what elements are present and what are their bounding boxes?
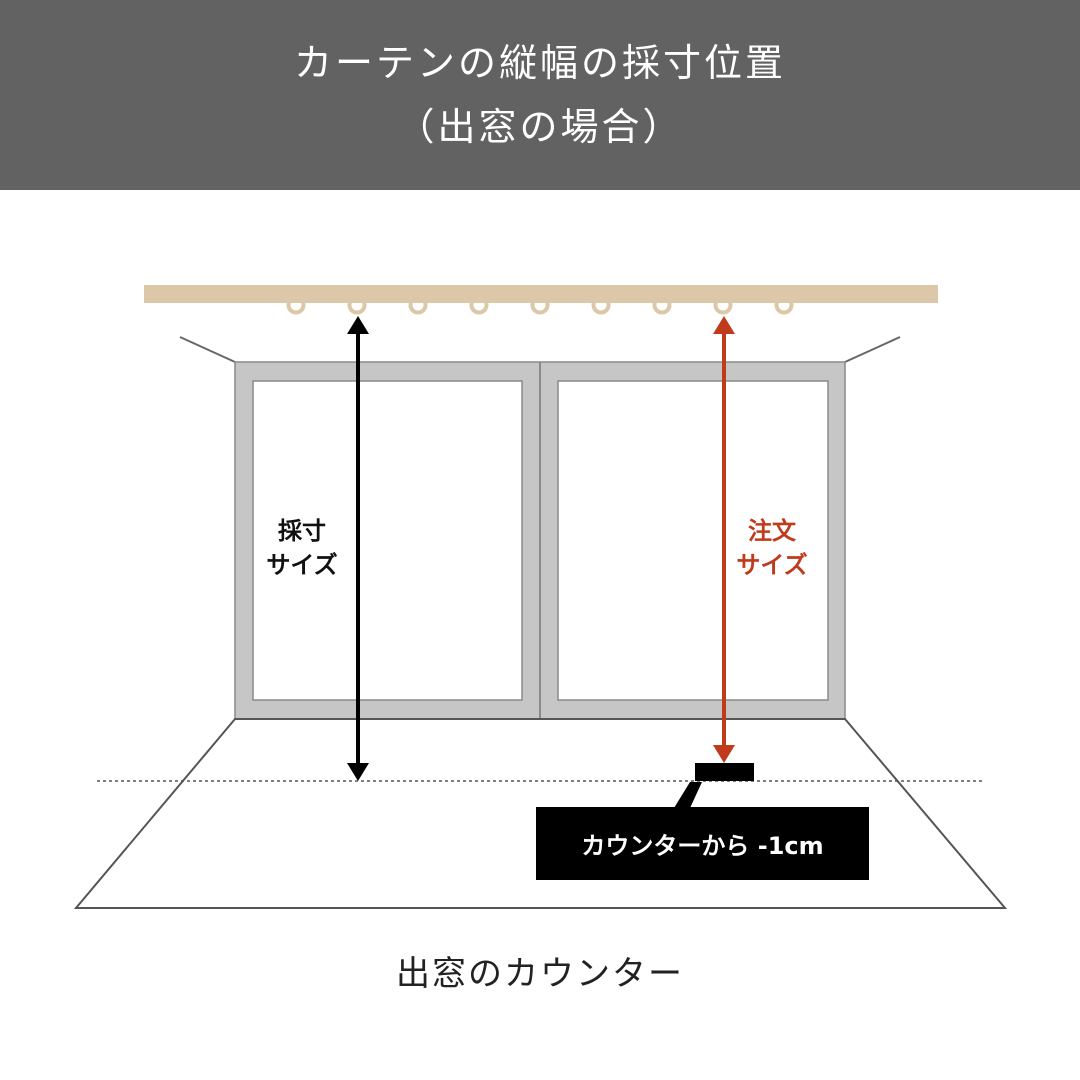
curtain-ring — [774, 295, 794, 315]
measure-size-label-line2: サイズ — [266, 551, 338, 579]
diagram-caption: 出窓のカウンター — [396, 954, 684, 994]
order-arrow-head-top — [713, 316, 735, 334]
wall-line-left — [179, 336, 236, 363]
measure-size-label-line1: 採寸 — [278, 517, 326, 545]
order-size-label: 注文 サイズ — [722, 514, 822, 582]
header-banner: カーテンの縦幅の採寸位置 （出窓の場合） — [0, 0, 1080, 190]
callout-pointer — [674, 782, 702, 808]
measure-arrow-head-top — [347, 316, 369, 334]
wall-line-right — [844, 336, 901, 363]
callout-text: カウンターから -1cm — [581, 832, 824, 860]
counter-offset-callout: カウンターから -1cm — [536, 807, 869, 880]
order-size-label-line1: 注文 — [748, 517, 796, 545]
measure-arrow-head-bottom — [347, 763, 369, 781]
curtain-ring — [469, 295, 489, 315]
curtain-ring — [591, 295, 611, 315]
curtain-ring — [408, 295, 428, 315]
curtain-ring — [286, 295, 306, 315]
curtain-ring — [530, 295, 550, 315]
page-title-line1: カーテンの縦幅の採寸位置 — [293, 41, 786, 85]
offset-marker — [695, 763, 754, 781]
order-size-label-line2: サイズ — [736, 551, 808, 579]
curtain-rings — [286, 295, 794, 315]
window-pane-left — [252, 380, 523, 701]
curtain-ring — [713, 295, 733, 315]
page-title-line2: （出窓の場合） — [396, 105, 684, 149]
measure-size-label: 採寸 サイズ — [252, 514, 352, 582]
curtain-rail — [144, 285, 938, 303]
order-arrow-head-bottom — [713, 745, 735, 763]
curtain-ring — [652, 295, 672, 315]
curtain-ring — [347, 295, 367, 315]
window-pane-right — [557, 380, 829, 701]
